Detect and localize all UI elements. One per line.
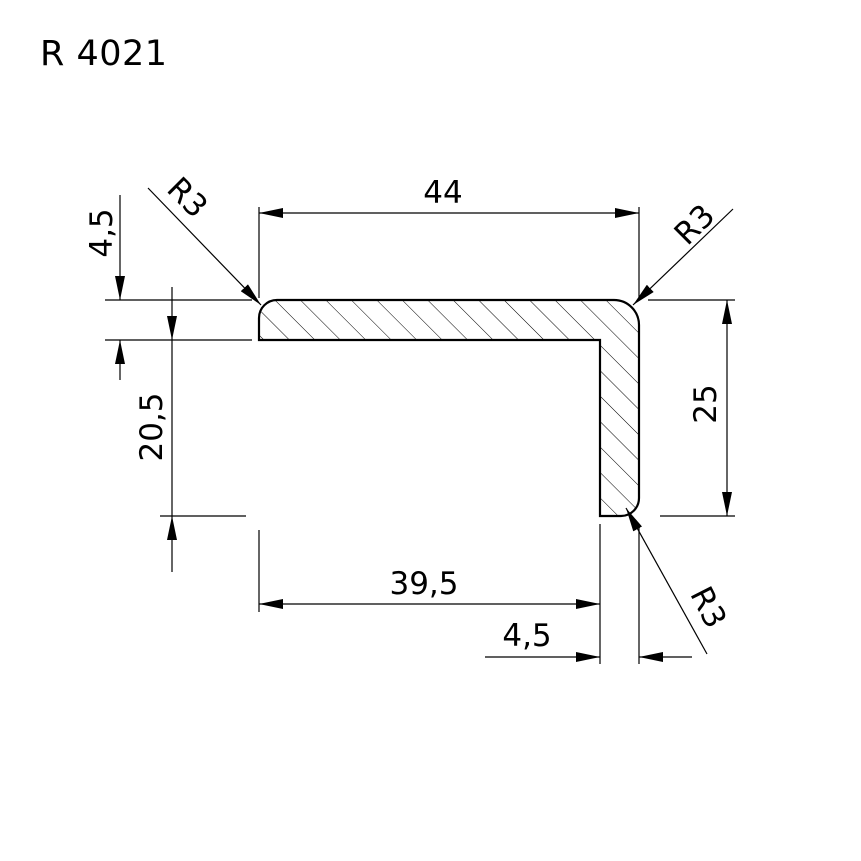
- dim-text-r3-right-bottom: R3: [683, 581, 734, 634]
- dim-text-4-5-left: 4,5: [84, 208, 120, 257]
- leader-r3-left: [147, 187, 262, 306]
- dim-text-39-5: 39,5: [389, 566, 458, 602]
- drawing-title: R 4021: [40, 34, 168, 74]
- dim-text-4-5-bottom: 4,5: [502, 618, 551, 654]
- leader-r3-right-top: [632, 208, 734, 306]
- dim-text-r3-right-top: R3: [668, 198, 723, 253]
- dim-text-20-5: 20,5: [134, 392, 170, 461]
- dim-text-25: 25: [688, 384, 724, 423]
- dim-text-r3-left: R3: [160, 171, 215, 226]
- leader-r3-right-bottom: [625, 507, 708, 655]
- profile-section: [257, 298, 641, 518]
- dim-text-44: 44: [423, 175, 462, 211]
